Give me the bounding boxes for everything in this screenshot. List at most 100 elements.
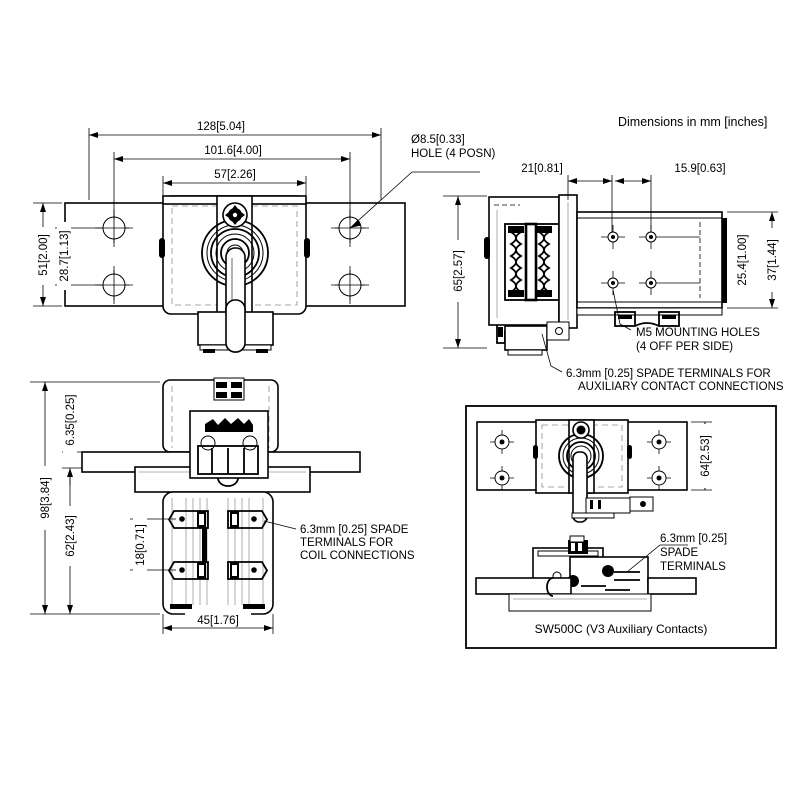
- front-dim-overall-height: 51[2.00]: [33, 202, 62, 307]
- rear-contact-roller-right: [242, 435, 258, 451]
- front-screw-torx-icon: [225, 205, 245, 225]
- rear-coil-spade-callout: 6.3mm [0.25] SPADE TERMINALS FOR COIL CO…: [263, 520, 415, 562]
- inset-spade-callout-line1: 6.3mm [0.25]: [660, 533, 727, 545]
- side-body-nub-left: [484, 237, 490, 259]
- side-terminal-tab-left: [614, 311, 636, 327]
- front-dim-hole-pitch-width: 101.6[4.00]: [113, 142, 351, 220]
- front-hole-bottom-right: [331, 266, 369, 304]
- front-view: 128[5.04] 101.6[4.00] 57[2.26]: [33, 118, 496, 353]
- side-spring-left: [509, 231, 523, 293]
- rear-dim-bracket-offset-label: 6.35[0.25]: [65, 394, 77, 445]
- inset-spade-callout-line2: SPADE: [660, 547, 698, 559]
- inset-spade-callout: 6.3mm [0.25] SPADE TERMINALS: [626, 533, 727, 573]
- side-dim-front-offset-label: 21[0.81]: [521, 163, 563, 175]
- rear-coil-foot-left: [170, 604, 192, 609]
- side-m5-hole-1: [601, 225, 625, 249]
- side-m5-callout-line2: (4 OFF PER SIDE): [636, 341, 733, 353]
- side-view: 21[0.81] 15.9[0.63] 65[2.57]: [443, 163, 784, 393]
- front-body-nub-left: [159, 238, 165, 258]
- inset-spade-callout-line3: TERMINALS: [660, 561, 726, 573]
- front-hole-callout-line1: Ø8.5[0.33]: [411, 134, 465, 146]
- side-dim-mount-plate-height-label: 37[1.44]: [767, 239, 779, 281]
- rear-coil-hatching: [171, 498, 264, 605]
- side-spring-cap-bot-right: [536, 290, 552, 297]
- side-spring-cap-top-left: [508, 226, 524, 233]
- side-dim-mount-hole-pitch-label: 25.4[1.00]: [737, 234, 749, 285]
- rear-dim-bracket-offset: 6.35[0.25]: [62, 388, 82, 485]
- rear-top-tab-screw-4: [231, 392, 242, 398]
- inset-border: [465, 405, 777, 649]
- inset-side-screw-slot-2: [578, 543, 582, 551]
- side-m5-hole-4: [639, 271, 663, 295]
- side-aux-spade-callout-line2: AUXILIARY CONTACT CONNECTIONS: [578, 381, 784, 393]
- side-dim-front-offset: 21[0.81]: [521, 163, 613, 232]
- side-aux-spade-callout-line1: 6.3mm [0.25] SPADE TERMINALS FOR: [566, 368, 771, 380]
- front-bottom-foot-right: [256, 349, 268, 353]
- side-terminal-tab-right: [658, 311, 680, 327]
- side-spring-cap-top-right: [536, 226, 552, 233]
- inset-bottom-foot: [571, 512, 615, 519]
- inset-side-rail-right: [647, 577, 697, 595]
- front-bottom-foot-left: [203, 349, 215, 353]
- inset-sw500c: 64[2.53]: [465, 405, 777, 649]
- rear-dim-terminal-pitch-label: 18[0.71]: [135, 524, 147, 566]
- front-dim-body-width-label: 57[2.26]: [214, 169, 256, 181]
- front-dim-body-width: 57[2.26]: [162, 166, 307, 200]
- front-lever-arm-front: [225, 299, 246, 353]
- header-note: Dimensions in mm [inches]: [618, 115, 767, 129]
- rear-dim-overall-height: 98[3.84]: [30, 381, 160, 615]
- front-dim-overall-height-label: 51[2.00]: [38, 234, 50, 276]
- side-dim-rear-offset-label: 15.9[0.63]: [674, 163, 725, 175]
- inset-mounting-holes: [490, 430, 671, 490]
- side-dim-rear-offset: 15.9[0.63]: [615, 163, 726, 232]
- inset-side-view: 6.3mm [0.25] SPADE TERMINALS: [475, 533, 727, 612]
- front-dim-hole-pitch-width-label: 101.6[4.00]: [204, 145, 262, 157]
- side-aux-tab-hole: [555, 327, 563, 335]
- inset-screw-socket: [576, 425, 586, 435]
- rear-dim-terminal-pitch: 18[0.71]: [130, 513, 176, 577]
- inset-hole-tr: [647, 430, 671, 454]
- front-body-nub-right: [304, 238, 310, 258]
- side-dim-mount-hole-pitch: 25.4[1.00]: [735, 228, 749, 292]
- front-dim-overall-width: 128[5.04]: [88, 118, 382, 200]
- inset-side-base-plate: [508, 593, 652, 612]
- rear-dim-body-width-label: 45[1.76]: [197, 615, 239, 627]
- rear-spade-link: [202, 528, 207, 562]
- inset-lever-arm: [572, 451, 588, 523]
- rear-dim-body-height: 62[2.43]: [63, 474, 77, 614]
- rear-dim-body-width: 45[1.76]: [162, 612, 274, 634]
- inset-hole-tl: [490, 430, 514, 454]
- inset-aux-contact-pivot: [602, 565, 614, 577]
- side-aux-foot: [507, 349, 543, 356]
- rear-spade-top-right: [227, 510, 269, 529]
- front-hole-callout-line2: HOLE (4 POSN): [411, 148, 496, 160]
- inset-body-nub-left: [533, 445, 538, 459]
- side-m5-callout-line1: M5 MOUNTING HOLES: [636, 327, 760, 339]
- rear-dim-body-height-label: 62[2.43]: [65, 515, 77, 557]
- front-dim-overall-width-label: 128[5.04]: [197, 121, 245, 133]
- inset-side-screw-slot-1: [571, 543, 575, 551]
- side-terminal-bridge: [634, 322, 660, 327]
- inset-dim-overall-height: 64[2.53]: [691, 421, 712, 491]
- rear-coil-spade-callout-line3: COIL CONNECTIONS: [300, 550, 415, 562]
- rear-coil-spade-callout-line2: TERMINALS FOR: [300, 537, 393, 549]
- side-aux-spade-callout: 6.3mm [0.25] SPADE TERMINALS FOR AUXILIA…: [541, 333, 784, 393]
- inset-hole-bl: [490, 466, 514, 490]
- side-spring-cap-bot-left: [508, 290, 524, 297]
- rear-spade-top-left: [167, 510, 209, 529]
- rear-view: 98[3.84] 6.35[0.25] 62[2.43]: [30, 377, 415, 634]
- rear-spade-terminals: [167, 510, 269, 580]
- side-dim-mount-plate-height: 37[1.44]: [727, 211, 779, 309]
- front-hole-bottom-left: [95, 266, 133, 304]
- side-m5-hole-3: [601, 271, 625, 295]
- rear-coil-spade-callout-line1: 6.3mm [0.25] SPADE: [300, 524, 409, 536]
- inset-bottom-slot-2: [598, 500, 601, 509]
- front-hole-callout: Ø8.5[0.33] HOLE (4 POSN): [349, 134, 496, 229]
- rear-top-tab-screw-1: [216, 382, 227, 388]
- inset-dim-overall-height-label: 64[2.53]: [700, 435, 712, 477]
- inset-caption: SW500C (V3 Auxiliary Contacts): [535, 622, 708, 636]
- inset-hole-br: [647, 466, 671, 490]
- inset-front-view: 64[2.53]: [476, 419, 712, 523]
